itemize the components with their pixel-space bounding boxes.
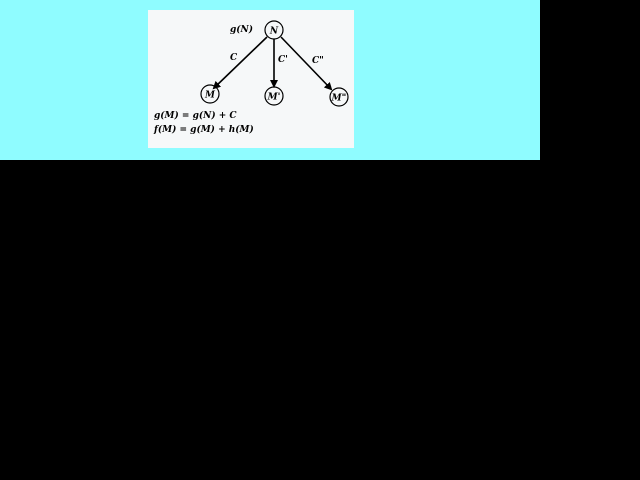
edge-label-c-prime: C' xyxy=(278,55,288,65)
edge-label-c-double-prime: C" xyxy=(312,56,324,66)
root-annotation-g-n: g(N) xyxy=(230,24,253,35)
tree-diagram: N M M' M" g(N) C C' C" xyxy=(200,20,349,107)
child-node-m-prime-label: M' xyxy=(267,93,281,103)
child-node-m-prime-circle xyxy=(264,86,284,106)
root-node-circle xyxy=(264,20,284,40)
edge-to-m xyxy=(212,36,268,90)
child-node-m-double-prime-label: M" xyxy=(331,94,347,104)
search-tree-figure: N M M' M" g(N) C C' C" g(M) = g(N) + C f… xyxy=(148,10,354,148)
edge-to-m-double-prime xyxy=(280,36,333,91)
root-node-label: N xyxy=(269,27,279,37)
child-node-m-circle xyxy=(200,84,220,104)
formula-f-of-m: f(M) = g(M) + h(M) xyxy=(154,125,254,135)
formula-g-of-m: g(M) = g(N) + C xyxy=(154,111,237,121)
edge-label-c: C xyxy=(230,53,238,63)
child-node-m-label: M xyxy=(204,91,216,101)
child-node-m-double-prime-circle xyxy=(329,87,349,107)
